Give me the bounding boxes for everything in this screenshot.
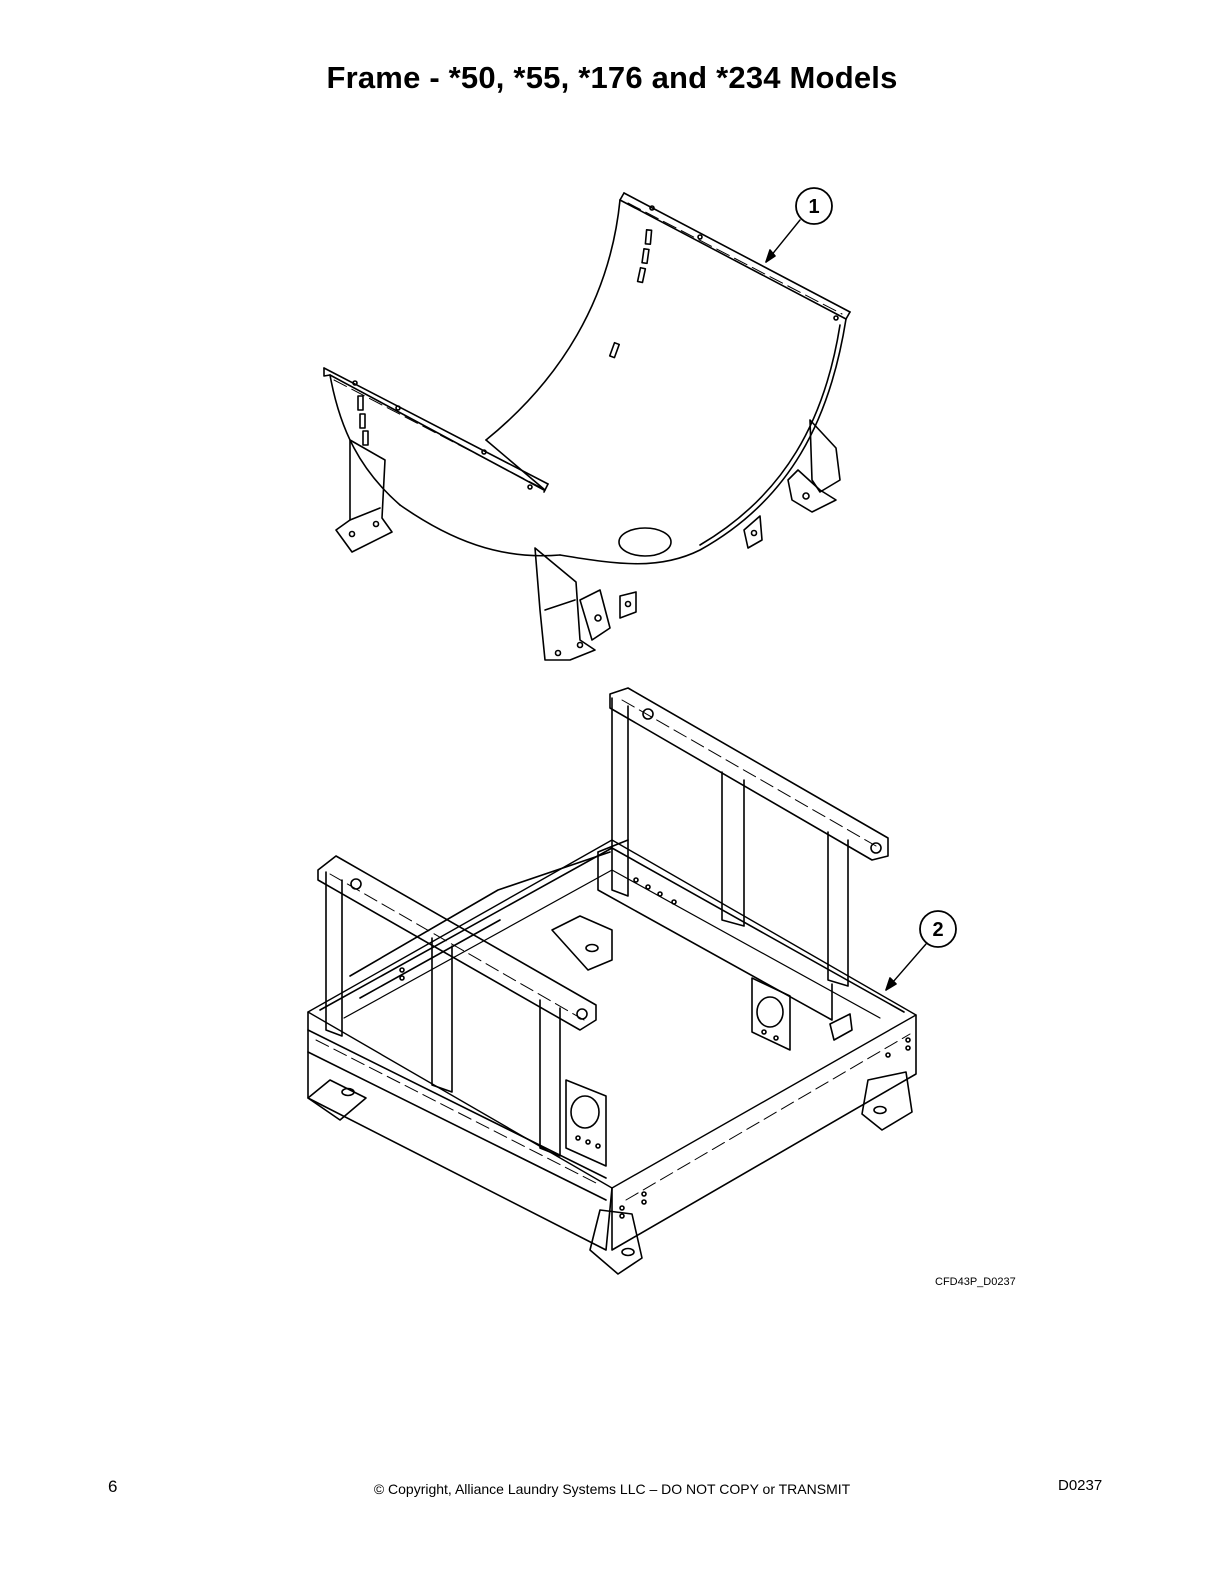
copyright-notice: © Copyright, Alliance Laundry Systems LL… xyxy=(373,1481,851,1497)
cradle-shell xyxy=(323,192,851,661)
document-id: D0237 xyxy=(1058,1477,1103,1494)
callout-1: 1 xyxy=(765,187,833,263)
callout-1-label: 1 xyxy=(808,196,819,218)
callout-2: 2 xyxy=(885,910,957,991)
page-number: 6 xyxy=(108,1477,118,1496)
figure-reference: CFD43P_D0237 xyxy=(935,1276,1016,1288)
page-title: Frame - *50, *55, *176 and *234 Models xyxy=(326,60,898,95)
base-frame xyxy=(307,687,917,1275)
callout-2-label: 2 xyxy=(932,919,943,941)
